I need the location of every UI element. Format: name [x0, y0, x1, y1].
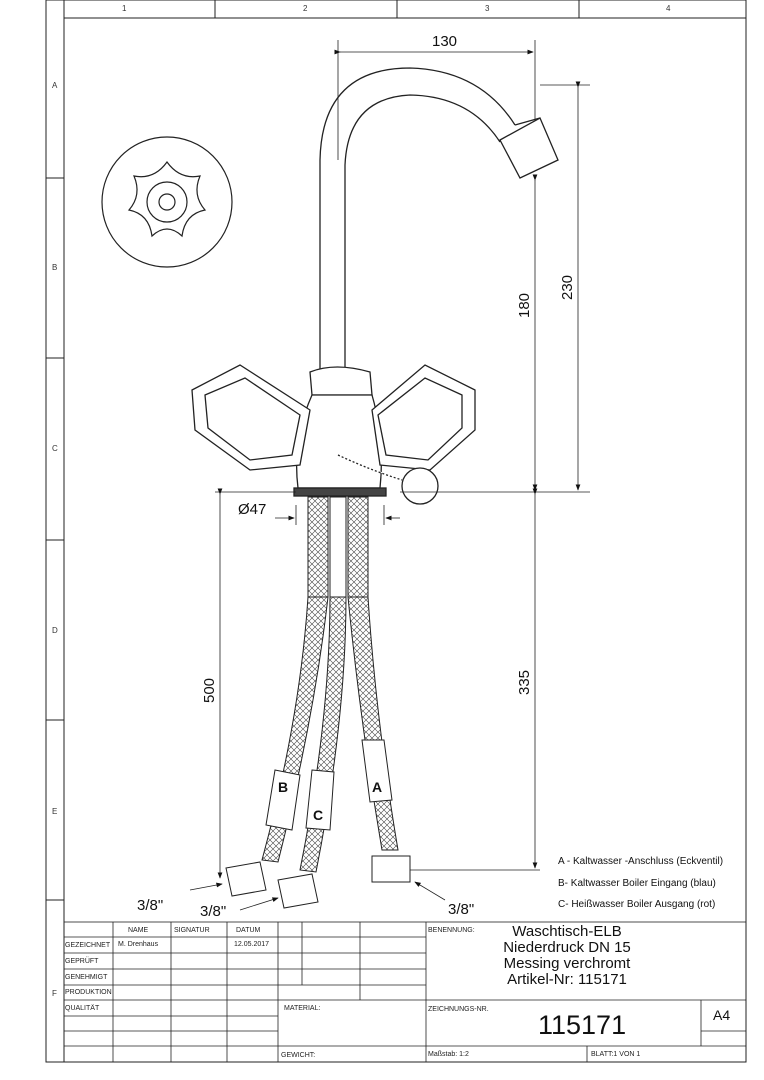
row-label: D [52, 626, 58, 635]
title-line: Waschtisch-ELB [512, 923, 622, 940]
row-label: E [52, 807, 58, 816]
dim-total-height: 230 [559, 274, 576, 300]
row-label: A [52, 81, 58, 90]
row-geprueft: GEPRÜFT [65, 958, 99, 965]
drawn-date: 12.05.2017 [234, 941, 270, 948]
dimension-lines [189, 40, 590, 911]
sheet: BLATT:1 VON 1 [591, 1051, 641, 1058]
header-name: NAME [128, 927, 149, 934]
handle-top-view [101, 136, 233, 268]
column-label: 3 [485, 4, 490, 13]
legend-item-b: B- Kaltwasser Boiler Eingang (blau) [558, 878, 716, 889]
drawn-by: M. Drenhaus [118, 941, 159, 948]
title-block-grid [63, 921, 747, 1063]
dim-spout-height: 180 [516, 292, 533, 318]
dim-thread-b: 3/8" [137, 897, 164, 914]
weight-label: GEWICHT: [281, 1052, 316, 1059]
dim-hose-total: 500 [201, 677, 218, 703]
benennung-label: BENENNUNG: [428, 927, 475, 934]
paper-format: A4 [713, 1007, 731, 1023]
header-signatur: SIGNATUR [174, 927, 210, 934]
faucet-spout [319, 67, 559, 372]
drawing-no-label: ZEICHNUNGS-NR. [428, 1006, 489, 1013]
row-gezeichnet: GEZEICHNET [65, 942, 111, 949]
column-label: 1 [122, 4, 127, 13]
column-label: 2 [303, 4, 308, 13]
column-label: 4 [666, 4, 671, 13]
row-label: F [52, 989, 57, 998]
title-line: Artikel-Nr: 115171 [507, 971, 627, 988]
dim-thread-a: 3/8" [448, 901, 475, 918]
dim-base-diameter: Ø47 [238, 501, 267, 518]
row-label: B [52, 263, 58, 272]
hose-label-a: A [372, 779, 383, 795]
hoses [225, 496, 411, 909]
material-label: MATERIAL: [284, 1005, 321, 1012]
drawing-title: Waschtisch-ELB Niederdruck DN 15 Messing… [432, 924, 702, 988]
faucet-body [191, 364, 476, 505]
header-datum: DATUM [236, 927, 261, 934]
hose-label-b: B [278, 779, 289, 795]
legend-item-a: A - Kaltwasser -Anschluss (Eckventil) [558, 856, 724, 867]
scale: Maßstab: 1:2 [428, 1051, 469, 1058]
legend-item-c: C- Heißwasser Boiler Ausgang (rot) [558, 899, 716, 910]
row-qualitaet: QUALITÄT [65, 1005, 100, 1012]
dim-thread-c: 3/8" [200, 903, 227, 920]
row-produktion: PRODUKTION [65, 989, 112, 996]
title-line: Messing verchromt [503, 955, 631, 972]
hose-label-c: C [313, 807, 324, 823]
drawing-number: 115171 [538, 1010, 627, 1040]
row-label: C [52, 444, 58, 453]
dim-hose-length: 335 [516, 669, 533, 695]
dim-spout-reach: 130 [432, 33, 458, 50]
title-line: Niederdruck DN 15 [503, 939, 631, 956]
row-genehmigt: GENEHMIGT [65, 974, 108, 981]
